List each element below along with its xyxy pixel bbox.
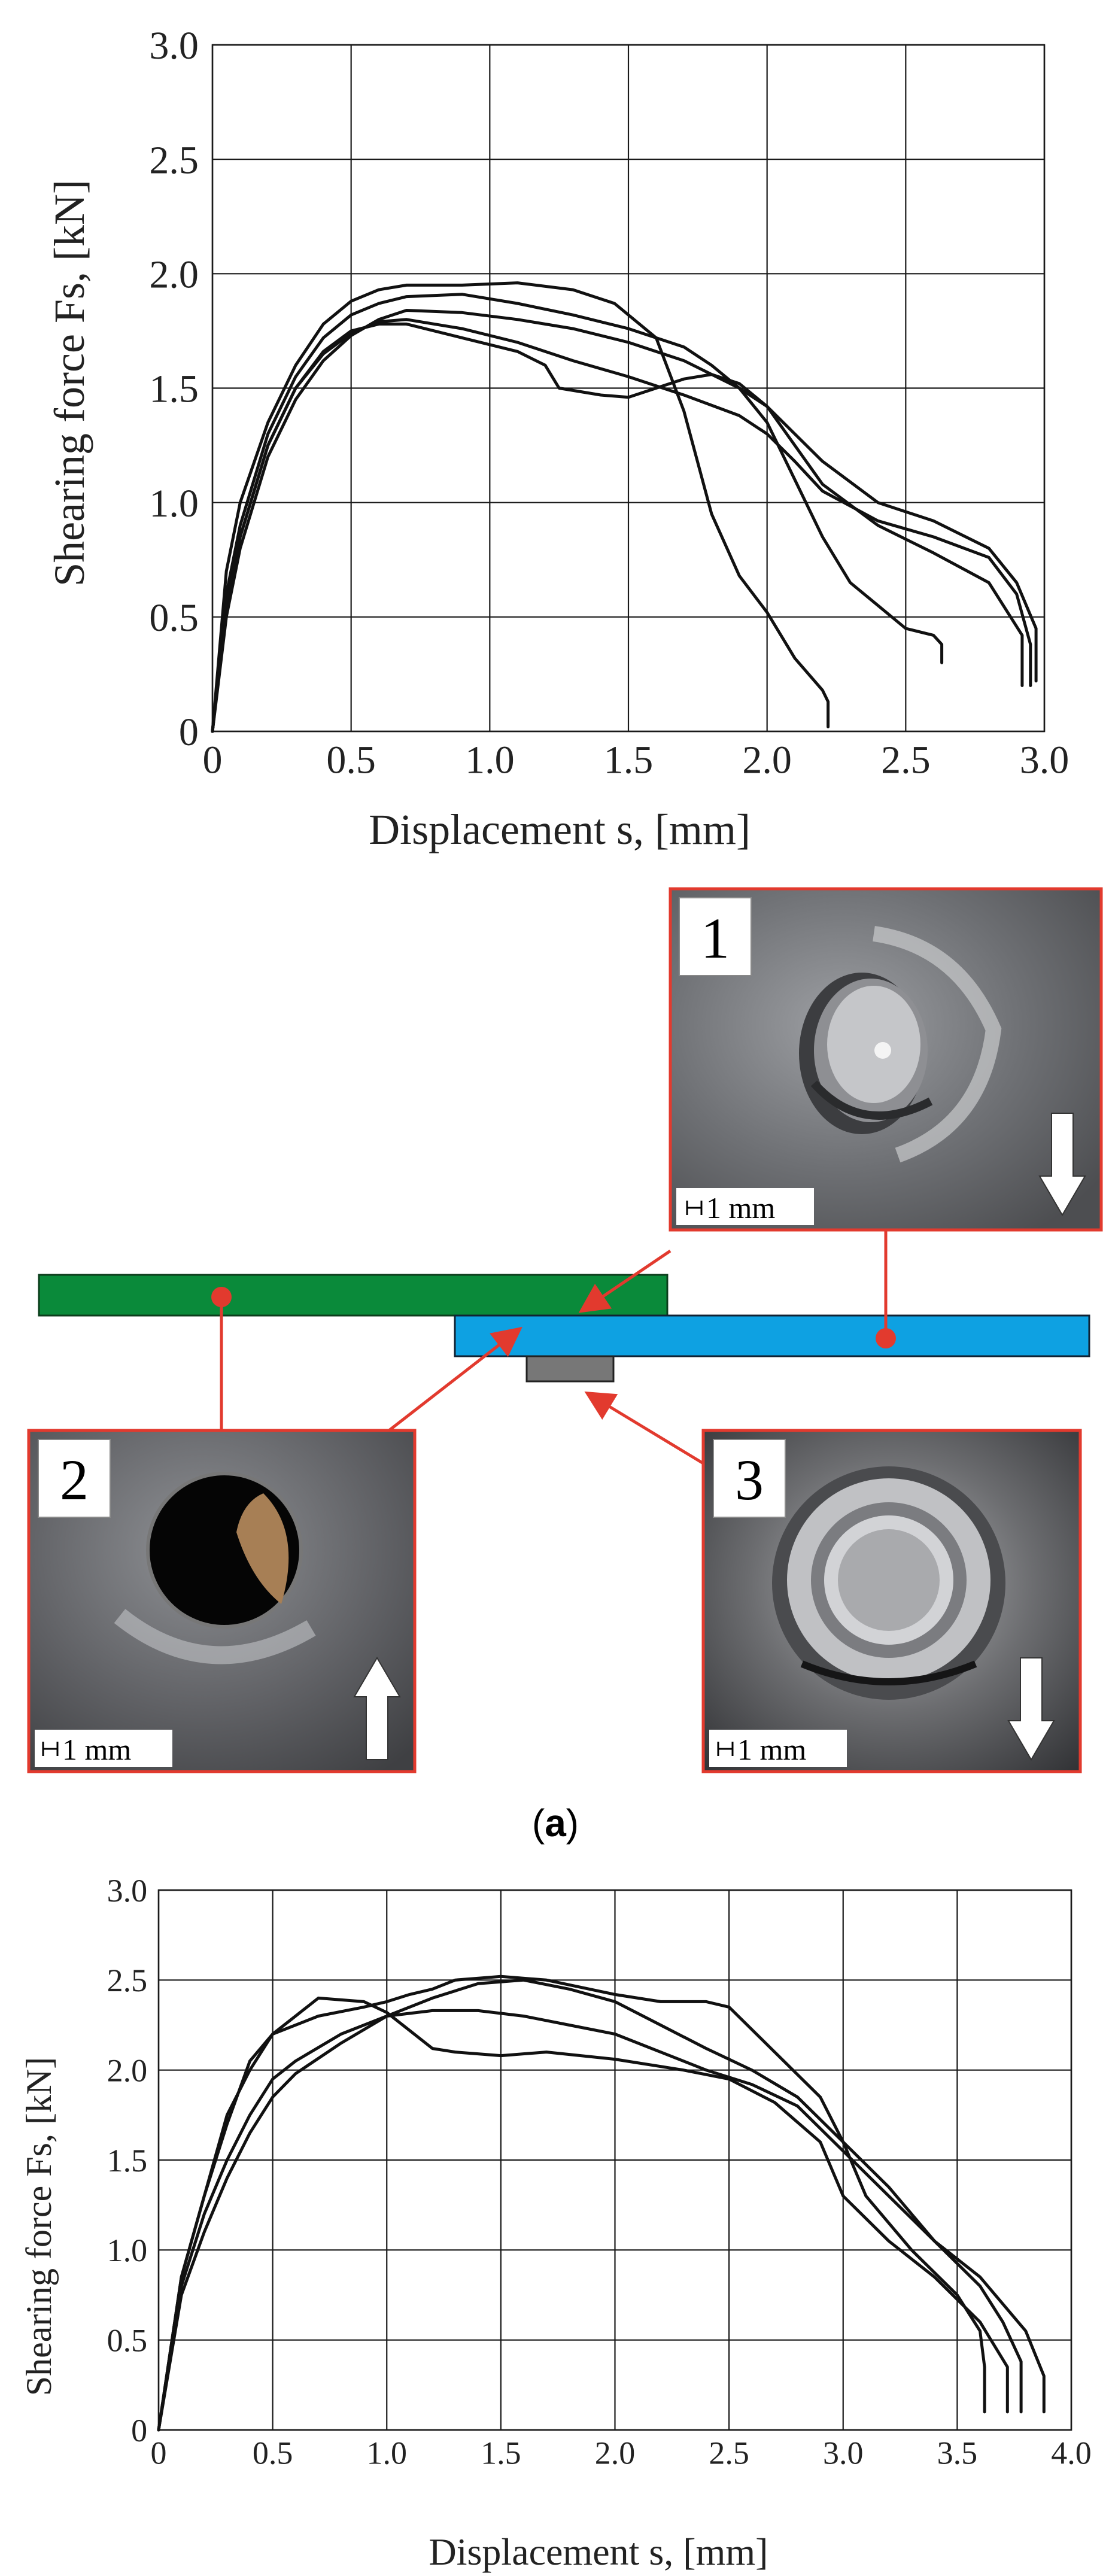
c2-y-tick-label: 1.0 — [107, 2232, 148, 2268]
c1-y-tick-label: 1.0 — [149, 482, 199, 525]
photo-3-number: 3 — [735, 1448, 764, 1512]
chart-b-x-axis-title: Displacement s, [mm] — [429, 2531, 768, 2573]
photo-3-badge — [713, 1439, 786, 1518]
chart-a-curves — [211, 281, 1038, 733]
arrow-down-icon — [1038, 1113, 1086, 1216]
lap-joint-diagram: 1 1 mm 2 1 mm — [27, 887, 1103, 1845]
c2-y-tick-label: 3.0 — [107, 1873, 148, 1909]
c2-series-3-line — [157, 2009, 1046, 2432]
chart-b-y-axis-title: Shearing force Fs, [kN] — [19, 2057, 59, 2396]
arrow-up-icon — [353, 1657, 401, 1760]
c2-x-tick-label: 0.5 — [253, 2435, 293, 2471]
chart-b-force-displacement: 0 0.5 1.0 1.5 2.0 2.5 3.0 3.5 4.0 0 0.5 1.0 1.5 2.0 2.… — [19, 1873, 1092, 2573]
c1-y-tick-label: 0.5 — [149, 596, 199, 640]
c2-y-tick-label: 2.5 — [107, 1963, 148, 1998]
c1-x-tick-label: 1.5 — [604, 738, 654, 782]
rivet-head — [525, 1355, 615, 1383]
c1-x-tick-label: 0 — [203, 738, 223, 782]
callout-leaders — [211, 1230, 896, 1465]
photo-1-scale: 1 mm — [706, 1191, 775, 1225]
chart-a-force-displacement: 0 0.5 1.0 1.5 2.0 2.5 3.0 0 0.5 1.0 1.5 2.0 2.5 3.0 D… — [45, 24, 1069, 853]
chart-a-grid — [211, 44, 1046, 733]
photo-1-scale-box — [676, 1188, 814, 1225]
c2-series-1-line — [157, 1974, 986, 2432]
top-sheet — [38, 1274, 669, 1317]
c2-x-tick-label: 3.5 — [937, 2435, 978, 2471]
photo-1-badge — [679, 897, 752, 976]
arrow-down-icon — [1007, 1657, 1055, 1761]
c1-series-1-line — [211, 281, 830, 733]
panel-a-caption: (a) — [532, 1802, 579, 1845]
photo-3-scale: 1 mm — [737, 1733, 806, 1766]
bottom-sheet — [454, 1314, 1090, 1357]
photo-2-badge — [38, 1439, 111, 1518]
c1-x-tick-label: 3.0 — [1020, 738, 1069, 782]
c2-x-tick-label: 1.0 — [367, 2435, 408, 2471]
chart-b-grid — [157, 1889, 1072, 2431]
c2-x-tick-label: 1.5 — [481, 2435, 521, 2471]
c2-x-tick-label: 0 — [151, 2435, 167, 2471]
c2-y-tick-label: 2.0 — [107, 2053, 148, 2089]
chart-a-tick-labels: 0 0.5 1.0 1.5 2.0 2.5 3.0 0 0.5 1.0 1.5 2.0 2.5 3.0 — [149, 24, 1069, 782]
c2-x-tick-label: 2.5 — [709, 2435, 749, 2471]
photo-2-number: 2 — [60, 1448, 89, 1512]
c2-y-tick-label: 1.5 — [107, 2143, 148, 2179]
c1-y-tick-label: 1.5 — [149, 367, 199, 411]
c2-x-tick-label: 4.0 — [1051, 2435, 1092, 2471]
c1-y-tick-label: 3.0 — [149, 24, 199, 68]
c2-plot-frame — [157, 1889, 1072, 2431]
c2-series-2-line — [157, 1996, 1009, 2432]
photo-2: 2 1 mm — [27, 1429, 417, 1773]
photo-3: 3 1 mm — [701, 1429, 1082, 1773]
chart-a-y-axis-title: Shearing force Fs, [kN] — [45, 180, 93, 587]
c1-x-tick-label: 0.5 — [326, 738, 376, 782]
c1-x-tick-label: 1.0 — [465, 738, 515, 782]
chart-b-tick-labels: 0 0.5 1.0 1.5 2.0 2.5 3.0 3.5 4.0 0 0.5 1.0 1.5 2.0 2.… — [107, 1873, 1092, 2471]
c2-y-tick-label: 0.5 — [107, 2323, 148, 2359]
c1-x-tick-label: 2.5 — [881, 738, 931, 782]
chart-a-x-axis-title: Displacement s, [mm] — [369, 806, 751, 853]
c2-y-tick-label: 0 — [131, 2413, 147, 2449]
c2-x-tick-label: 2.0 — [595, 2435, 636, 2471]
c1-series-4-line — [211, 318, 1032, 733]
c1-x-tick-label: 2.0 — [742, 738, 792, 782]
c1-series-5-line — [211, 309, 1038, 733]
c2-x-tick-label: 3.0 — [823, 2435, 864, 2471]
photo-2-scale: 1 mm — [62, 1733, 131, 1766]
c2-series-4-line — [157, 1978, 1023, 2432]
chart-b-curves — [157, 1974, 1046, 2432]
photo-1: 1 1 mm — [669, 887, 1103, 1232]
photo-1-number: 1 — [701, 906, 730, 970]
c1-plot-frame — [211, 44, 1046, 733]
c1-y-tick-label: 2.0 — [149, 253, 199, 296]
c1-y-tick-label: 2.5 — [149, 138, 199, 182]
c1-series-2-line — [211, 293, 944, 733]
c1-y-tick-label: 0 — [179, 710, 199, 754]
